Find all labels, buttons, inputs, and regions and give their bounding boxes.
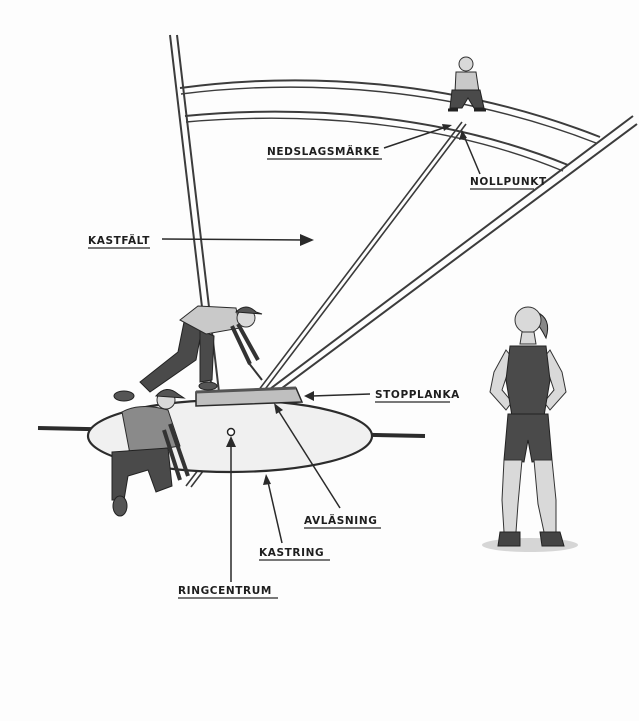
label-nedslagsmarke: NEDSLAGSMÄRKE xyxy=(267,144,380,158)
label-kastring: KASTRING xyxy=(259,547,324,559)
judge-torso xyxy=(455,72,479,92)
label-kastfalt: KASTFÄLT xyxy=(88,233,150,247)
athlete-neck xyxy=(520,332,536,344)
athlete-shoe-right xyxy=(540,532,564,546)
official-shoe-left xyxy=(114,391,134,401)
label-avlasning: AVLÄSNING xyxy=(304,513,377,527)
label-stopplanka: STOPPLANKA xyxy=(375,389,460,401)
label-ringcentrum: RINGCENTRUM xyxy=(178,585,272,597)
label-nollpunkt: NOLLPUNKT xyxy=(470,176,547,188)
official-leg-back xyxy=(200,330,214,382)
athlete-singlet xyxy=(506,346,550,416)
kneeling-shoe xyxy=(113,496,127,516)
athlete-head xyxy=(515,307,541,333)
official-shoe-right xyxy=(199,382,217,390)
judge-head xyxy=(459,57,473,71)
athlete-shoe-left xyxy=(498,532,520,546)
arrow-kastfalt xyxy=(162,239,306,240)
ring-centre-mark xyxy=(228,429,235,436)
